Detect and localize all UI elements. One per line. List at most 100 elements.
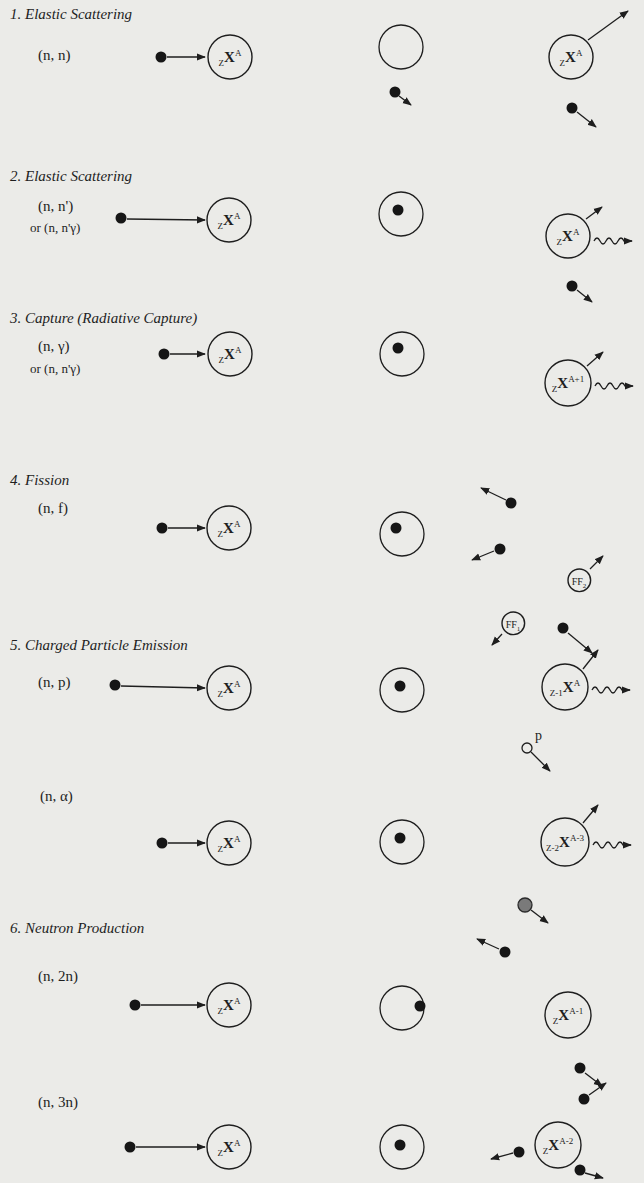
- circle-outline: [549, 35, 593, 79]
- neutron-dot: [393, 343, 404, 354]
- neutron-path: [141, 1004, 205, 1005]
- fragment-circle: FF2: [567, 568, 592, 593]
- fragment-arrow: [590, 556, 603, 569]
- circle-outline: [542, 664, 588, 710]
- neutron-dot: [395, 833, 406, 844]
- neutron-path: [589, 1083, 606, 1095]
- nucleus-symbol: ZXA: [560, 49, 583, 65]
- reaction-notation: (n, n'): [38, 198, 73, 215]
- nucleus-circle: ZXA-1: [544, 991, 592, 1039]
- section-heading: 3. Capture (Radiative Capture): [10, 310, 197, 327]
- compound-nucleus: [380, 332, 424, 376]
- section-heading: 6. Neutron Production: [10, 920, 144, 937]
- neutron-dot: [116, 213, 127, 224]
- circle-outline: [568, 569, 591, 592]
- nucleus-symbol: ZXA-2: [543, 1137, 573, 1153]
- circle-outline: [207, 983, 251, 1027]
- circle-outline: [207, 666, 251, 710]
- neutron-dot: [395, 1140, 406, 1151]
- nucleus-circle: ZXA: [545, 213, 591, 259]
- neutron-path: [481, 488, 506, 500]
- nucleus-symbol: ZXA-1: [553, 1007, 583, 1023]
- nucleus-symbol: ZXA+1: [552, 375, 584, 391]
- nucleus-symbol: FF1: [506, 615, 521, 631]
- gamma-wave: [593, 842, 631, 848]
- neutron-path: [168, 842, 205, 843]
- circle-outline: [207, 1125, 251, 1169]
- compound-nucleus: [379, 192, 423, 236]
- nucleus-symbol: ZXA: [218, 997, 241, 1013]
- section-heading: 2. Elastic Scattering: [10, 168, 132, 185]
- neutron-path: [477, 939, 499, 949]
- compound-nucleus: [379, 25, 423, 69]
- reaction-notation: (n, α): [40, 788, 73, 805]
- neutron-path: [121, 686, 205, 688]
- nucleus-symbol: Z-1XA: [550, 679, 580, 695]
- circle-outline: [545, 992, 591, 1038]
- nucleus-circle: Z-1XA: [541, 663, 589, 711]
- circle-outline: [208, 35, 252, 79]
- section-heading: 4. Fission: [10, 472, 69, 489]
- recoil-arrow: [583, 650, 598, 669]
- nucleus-circle: ZXA: [206, 197, 252, 243]
- nucleus-circle: ZXA: [206, 982, 252, 1028]
- recoil-arrow: [588, 11, 628, 40]
- nucleus-symbol: Z-2XA-3: [546, 834, 584, 850]
- nucleus-circle: ZXA: [206, 1124, 252, 1170]
- circle-outline: [207, 198, 251, 242]
- reaction-notation: (n, f): [38, 500, 68, 517]
- reaction-notation: (n, γ): [38, 338, 70, 355]
- neutron-path: [577, 290, 592, 302]
- circle-outline: [207, 821, 251, 865]
- circle-outline: [541, 818, 589, 866]
- reaction-notation: (n, 3n): [38, 1094, 78, 1111]
- compound-nucleus: [380, 512, 424, 556]
- nucleus-symbol: ZXA: [218, 680, 241, 696]
- neutron-path: [585, 1173, 603, 1178]
- neutron-path: [568, 633, 592, 653]
- nucleus-circle: ZXA: [207, 331, 253, 377]
- neutron-dot: [567, 281, 578, 292]
- neutron-path: [136, 1146, 205, 1147]
- circle-outline: [545, 360, 591, 406]
- neutron-dot: [495, 544, 506, 555]
- neutron-dot: [125, 1142, 136, 1153]
- reaction-notation: (n, 2n): [38, 968, 78, 985]
- neutron-dot: [156, 52, 167, 63]
- neutron-dot: [390, 87, 401, 98]
- neutron-dot: [157, 838, 168, 849]
- nucleus-circle: ZXA: [206, 820, 252, 866]
- alpha-path: [531, 910, 548, 923]
- neutron-dot: [391, 523, 402, 534]
- reaction-notation: (n, p): [38, 674, 71, 691]
- neutron-dot: [393, 205, 404, 216]
- neutron-dot: [110, 680, 121, 691]
- neutron-dot: [395, 681, 406, 692]
- neutron-dot: [130, 1000, 141, 1011]
- neutron-path: [168, 527, 205, 528]
- recoil-arrow: [583, 805, 598, 823]
- neutron-dot: [500, 947, 511, 958]
- neutron-path: [577, 112, 596, 127]
- neutron-dot: [579, 1094, 590, 1105]
- compound-nucleus: [380, 668, 424, 712]
- nucleus-symbol: ZXA: [218, 212, 241, 228]
- compound-nucleus: [380, 820, 424, 864]
- neutron-dot: [567, 103, 578, 114]
- neutron-path: [472, 551, 494, 560]
- section-heading: 5. Charged Particle Emission: [10, 637, 188, 654]
- neutron-path: [491, 1153, 513, 1159]
- neutron-path: [127, 219, 205, 220]
- nucleus-circle: ZXA: [206, 665, 252, 711]
- nucleus-circle: ZXA: [207, 34, 253, 80]
- circle-outline: [546, 214, 590, 258]
- nucleus-circle: ZXA+1: [544, 359, 592, 407]
- neutron-path: [170, 353, 205, 354]
- neutron-dot: [575, 1165, 586, 1176]
- section-heading: 1. Elastic Scattering: [10, 6, 132, 23]
- neutron-dot: [558, 623, 569, 634]
- nucleus-symbol: ZXA: [218, 1139, 241, 1155]
- fragment-circle: FF1: [501, 611, 526, 636]
- nucleus-circle: ZXA: [206, 505, 252, 551]
